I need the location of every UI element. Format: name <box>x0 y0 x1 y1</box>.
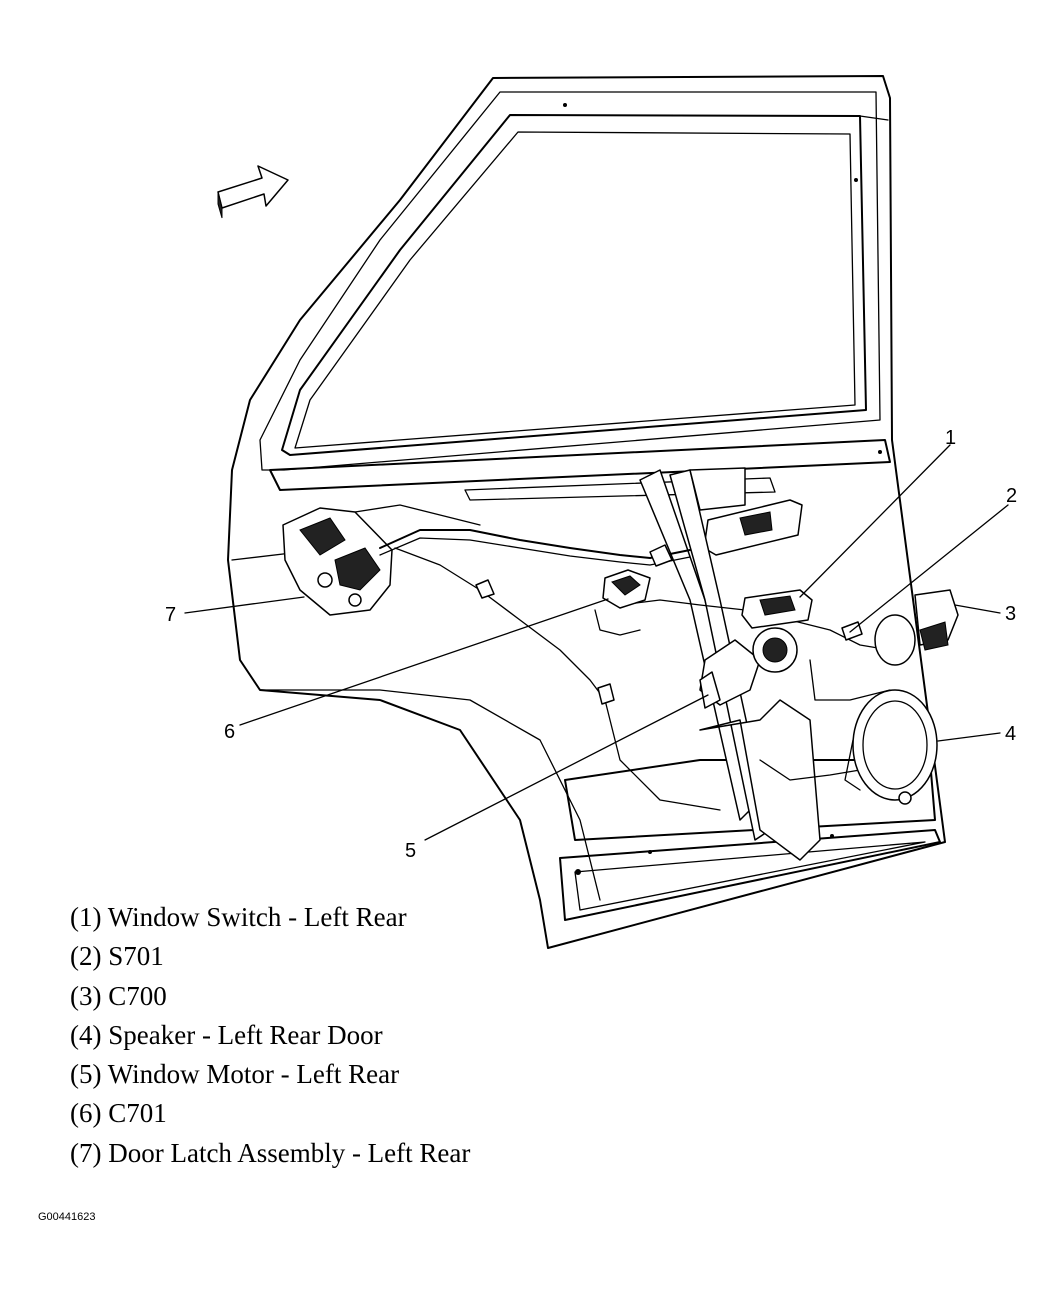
legend-item-c700: (3) C700 <box>70 980 167 1011</box>
wiring-harness <box>379 529 891 811</box>
window-switch <box>741 589 813 629</box>
legend-item-window-switch: (1) Window Switch - Left Rear <box>70 902 407 932</box>
callout-number-2: 2 <box>1006 485 1017 507</box>
legend-item-speaker: (4) Speaker - Left Rear Door <box>70 1019 383 1050</box>
c701-connector <box>602 569 651 609</box>
legend-item-c701: (6) C701 <box>70 1098 167 1129</box>
legend-item-window-motor: (5) Window Motor - Left Rear <box>70 1059 400 1090</box>
callout-number-6: 6 <box>224 721 235 743</box>
forward-direction-arrow <box>217 165 289 219</box>
leader-lines <box>184 444 1009 841</box>
door-latch-assembly <box>282 504 481 616</box>
figure-id: G00441623 <box>38 1211 96 1223</box>
callout-number-1: 1 <box>945 427 956 449</box>
legend-item-s701: (2) S701 <box>70 941 164 972</box>
callout-number-7: 7 <box>165 604 176 626</box>
callout-number-5: 5 <box>405 840 416 862</box>
door-panel <box>227 75 946 949</box>
window-motor <box>699 627 798 709</box>
door-handle <box>703 499 803 556</box>
c700-connector <box>874 589 959 666</box>
legend-item-door-latch: (7) Door Latch Assembly - Left Rear <box>70 1137 471 1168</box>
callout-number-4: 4 <box>1005 723 1016 745</box>
component-legend: (1) Window Switch - Left Rear (2) S701 (… <box>70 898 470 1173</box>
speaker <box>844 689 938 805</box>
callout-number-3: 3 <box>1005 603 1016 625</box>
